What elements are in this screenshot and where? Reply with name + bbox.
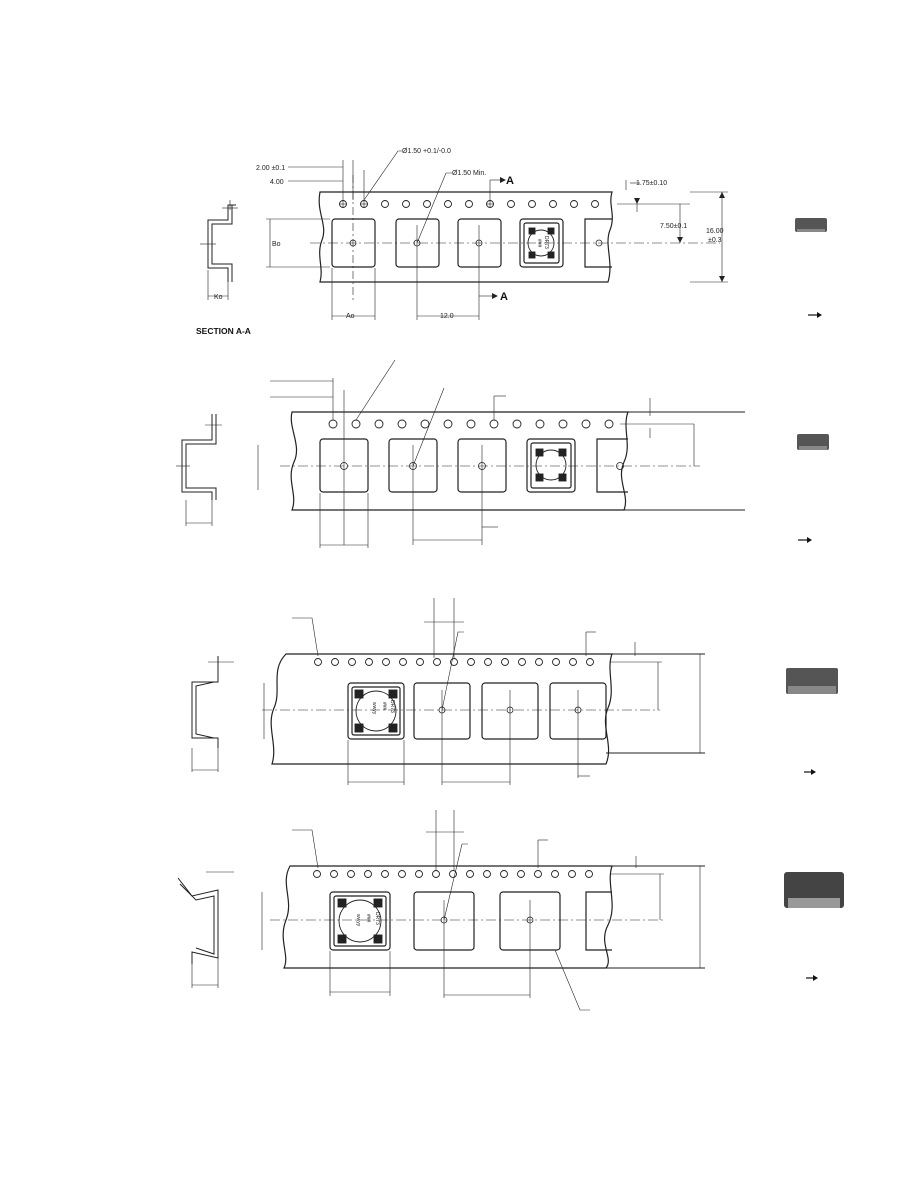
part-marking-row4-line3: wwyy bbox=[355, 914, 361, 927]
dim-edge-to-hole: 1.75±0.10 bbox=[636, 180, 667, 187]
section-marker-bottom: A bbox=[500, 291, 508, 303]
tape-row-4: DR73 ### wwyy bbox=[177, 810, 844, 1011]
part-marking-row3-line1: DR73 bbox=[389, 700, 395, 713]
section-view-2 bbox=[176, 414, 222, 526]
dim-pitch-offset: 2.00 ±0.1 bbox=[256, 165, 285, 172]
part-marking-row4-line2: ### bbox=[365, 914, 371, 923]
section-marker-top: A bbox=[506, 175, 514, 187]
inductor-part-2 bbox=[535, 448, 567, 482]
pockets-3 bbox=[347, 682, 607, 740]
dim-hole-pitch: 4.00 bbox=[270, 179, 284, 186]
tape-outline-2 bbox=[290, 411, 629, 511]
tape-outline-4 bbox=[282, 865, 613, 969]
section-view-3 bbox=[191, 656, 234, 772]
section-label: SECTION A-A bbox=[196, 326, 251, 336]
section-view-1 bbox=[200, 200, 238, 300]
dim-pocket-depth: Ko bbox=[214, 294, 223, 301]
part-photo-1 bbox=[795, 218, 827, 232]
part-marking-row3-line3: wwyy bbox=[371, 702, 377, 715]
inductor-part-3 bbox=[354, 689, 398, 733]
part-marking-line1: DR73 bbox=[543, 236, 549, 249]
sprocket-holes-3 bbox=[314, 658, 594, 666]
tape-row-1: DR73 ### bbox=[196, 148, 827, 336]
dim-pocket-width: Ao bbox=[346, 313, 355, 320]
inductor-part-1 bbox=[527, 227, 555, 259]
part-marking-row3-line2: ### bbox=[381, 702, 387, 711]
dim-tape-width-value: 16.00 bbox=[706, 228, 724, 235]
sprocket-holes-4 bbox=[313, 870, 593, 878]
tape-outline-3 bbox=[270, 653, 613, 765]
pockets-4 bbox=[329, 891, 612, 951]
tape-outline-1 bbox=[318, 191, 613, 283]
dim-hole-to-pocket: 7.50±0.1 bbox=[660, 223, 687, 230]
dim-tape-width-tol: ±0.3 bbox=[708, 237, 722, 244]
pockets-2 bbox=[319, 438, 628, 493]
sprocket-holes-2 bbox=[328, 419, 614, 429]
dim-pocket-hole-dia: Ø1.50 Min. bbox=[452, 170, 486, 177]
inductor-part-4 bbox=[337, 898, 383, 944]
dim-pocket-pitch: 12.0 bbox=[440, 313, 454, 320]
tape-row-3: DR73 ### wwyy bbox=[191, 598, 838, 785]
sprocket-holes-1 bbox=[339, 200, 599, 208]
tape-row-2 bbox=[176, 359, 829, 548]
dim-hole-dia: Ø1.50 +0.1/-0.0 bbox=[402, 148, 451, 155]
part-marking-row4-line1: DR73 bbox=[374, 912, 380, 925]
dim-pocket-length: Bo bbox=[272, 241, 281, 248]
section-view-4 bbox=[177, 871, 234, 988]
